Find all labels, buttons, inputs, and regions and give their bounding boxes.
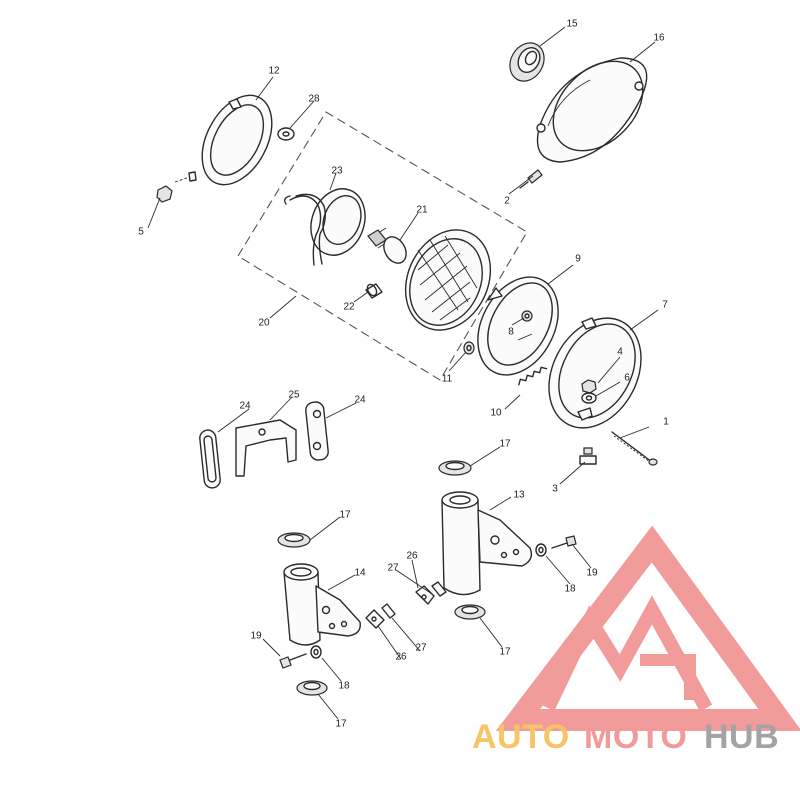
part-4-nut [581,379,597,394]
part-5-clip [156,177,188,203]
callout-8: 8 [508,327,514,338]
part-23-bulb-holder [283,188,366,266]
watermark-hub: HUB [704,718,779,756]
callout-26-b: 26 [395,652,407,663]
part-24-pad-left [199,429,221,489]
part-13-fork-bracket-right [441,491,533,596]
callout-24-a: 24 [239,401,251,412]
automotohub-watermark: AUTO MOTO HUB [472,525,800,756]
callout-19-b: 19 [250,631,262,642]
callout-26-a: 26 [406,551,418,562]
part-14-fork-bracket-left [283,563,361,646]
part-12-rim [188,94,273,186]
callout-18-b: 18 [338,681,350,692]
callout-6: 6 [624,373,630,384]
part-21-bulb [367,227,407,264]
callout-24-b: 24 [354,395,366,406]
part-27-clip-right [431,581,447,597]
part-17-grommet-upper-right [438,460,472,476]
callout-13: 13 [513,490,525,501]
part-9-mounting-ring [477,276,559,376]
part-16-headlamp-shell [536,57,648,163]
callout-9: 9 [575,254,581,265]
part-17-grommet-upper-left [277,532,311,548]
callout-2: 2 [504,196,510,207]
assembly-20-boundary [237,111,528,381]
part-26-plate-right [415,585,435,605]
callout-20: 20 [258,318,270,329]
callout-10: 10 [490,408,502,419]
part-10-spring [518,366,548,386]
part-1-long-screw [611,431,658,466]
callout-17-a: 17 [499,439,511,450]
callout-11: 11 [442,374,453,385]
part-7-outer-rim [548,317,642,429]
watermark-moto: MOTO [584,718,687,756]
part-15-grommet [509,42,545,82]
part-26-plate-left [365,609,385,629]
callout-17-c: 17 [499,647,511,658]
part-18-washer-left [310,645,322,659]
part-19-bolt-left [279,653,307,669]
part-17-grommet-lower-right [454,604,486,620]
callout-3: 3 [552,484,558,495]
part-25-bracket [235,419,297,477]
part-11-nut [463,341,475,355]
callout-7: 7 [662,300,668,311]
part-24-pad-right [305,401,329,461]
callout-28: 28 [308,94,320,105]
part-27-clip-left [381,603,396,619]
part-22-pilot-bulb [365,283,383,299]
callout-17-d: 17 [335,719,347,730]
callout-19-a: 19 [586,568,598,579]
part-19-bolt-right [551,535,577,549]
headlamp-lens-unit [404,229,492,331]
callout-23: 23 [331,166,343,177]
callout-27-b: 27 [415,643,427,654]
callout-17-b: 17 [339,510,351,521]
callout-5: 5 [138,227,144,238]
automotohub-logo-icon [495,525,800,731]
callout-1: 1 [663,417,669,428]
part-8-screw [521,310,533,322]
callout-22: 22 [343,302,355,313]
callout-4: 4 [617,347,623,358]
callout-15: 15 [566,19,578,30]
part-18-washer-right [535,543,547,557]
part-17-grommet-lower-left [296,680,328,696]
part-28-washer [277,127,295,141]
callout-18-a: 18 [564,584,576,595]
callout-16: 16 [653,33,665,44]
part-6-washer [581,392,597,404]
watermark-auto: AUTO [472,718,570,756]
part-3-bolt [579,447,597,465]
callout-27-a: 27 [387,563,399,574]
callout-12: 12 [268,66,280,77]
callout-14: 14 [354,568,366,579]
callout-21: 21 [416,205,428,216]
part-2-screw [519,169,543,189]
leader-lines [147,26,659,720]
callout-labels: 1 2 3 4 5 6 7 8 9 10 11 12 13 14 15 16 1… [138,19,669,730]
callout-25: 25 [288,390,300,401]
